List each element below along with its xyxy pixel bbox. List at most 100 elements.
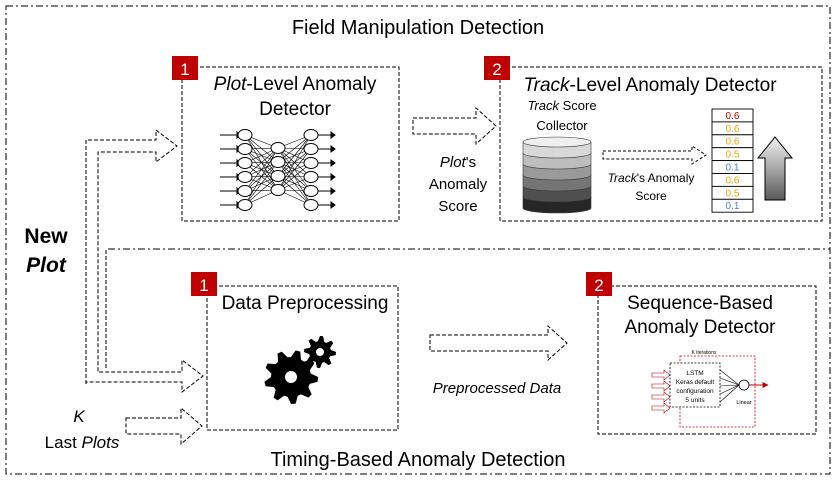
preprocessing-badge-number: 1	[199, 276, 208, 295]
score-value: 0.6	[726, 137, 740, 148]
plot-detector-badge-number: 1	[180, 60, 189, 79]
database-top	[522, 136, 592, 148]
track-score-collector-line2: Collector	[536, 118, 588, 133]
nn-neuron	[303, 143, 319, 155]
new-plot-label-line1: New	[24, 225, 68, 248]
collector-to-score-arrow	[602, 145, 707, 165]
track-detector-badge-number: 2	[492, 60, 501, 79]
last-plots-label: Last Plots	[45, 433, 120, 452]
field-manipulation-title: Field Manipulation Detection	[292, 17, 544, 39]
plot-detector-title-line2: Detector	[259, 99, 331, 120]
preprocessed-data-label: Preprocessed Data	[433, 380, 561, 397]
lstm-link-3	[719, 384, 740, 387]
lstm-input-arrow-3	[651, 391, 671, 403]
gears-icon	[264, 336, 336, 404]
score-value: 0.6	[726, 111, 740, 122]
nn-neuron	[303, 171, 319, 183]
lstm-link-4	[719, 384, 740, 395]
new-plot-routing-arrow	[85, 128, 204, 394]
nn-neuron	[237, 199, 253, 211]
track-level-detector-box	[499, 66, 823, 222]
linear-label: Linear	[736, 400, 751, 406]
lstm-block	[669, 362, 721, 408]
score-value: 0.6	[726, 175, 740, 186]
nn-output-arrowhead	[330, 173, 336, 181]
plots-anomaly-score-line1: Plot's	[440, 154, 476, 171]
score-value: 0.5	[726, 188, 740, 199]
nn-connection	[244, 161, 279, 206]
database-stack-icon	[522, 136, 592, 214]
increasing-score-arrow	[756, 136, 794, 201]
lstm-link-1	[719, 369, 740, 386]
sequence-detector-title-line1: Sequence-Based	[627, 293, 773, 314]
nn-neuron	[303, 157, 319, 169]
track-score-collector-line1: Track Score	[527, 98, 596, 113]
nn-neuron	[237, 129, 253, 141]
k-iterations-label: K iterations	[691, 350, 717, 356]
nn-connection	[244, 175, 279, 206]
nn-neuron	[237, 185, 253, 197]
lstm-input-arrow-4	[651, 402, 671, 414]
track-score-list: 0.60.60.60.50.10.60.50.1	[711, 108, 754, 213]
outer-frame	[5, 5, 831, 475]
data-preprocessing-title: Data Preprocessing	[222, 293, 389, 314]
nn-neuron	[303, 129, 319, 141]
score-cell	[711, 198, 754, 213]
k-last-plots-arrow	[125, 406, 203, 446]
neural-network-icon	[220, 129, 336, 211]
preprocessed-data-arrow	[429, 324, 568, 362]
track-anomaly-score-line2: Score	[635, 189, 667, 203]
nn-connection	[244, 147, 279, 192]
lstm-input-arrow-2	[651, 380, 671, 392]
nn-connection	[277, 134, 312, 163]
sequence-detector-title-line2: Anomaly Detector	[624, 317, 776, 338]
plot-level-detector-box	[181, 66, 400, 222]
large-gear	[264, 350, 318, 404]
sequence-detector-box	[597, 285, 817, 435]
preprocessing-badge	[191, 272, 217, 296]
nn-output-arrowhead	[330, 201, 336, 209]
nn-neuron	[303, 185, 319, 197]
sequence-detector-badge-number: 2	[594, 276, 603, 295]
plots-anomaly-score-line3: Score	[438, 198, 477, 215]
lstm-line-2: Keras default	[676, 379, 714, 386]
new-plot-label-line2: Plot	[26, 254, 67, 277]
plots-anomaly-score-line2: Anomaly	[429, 176, 488, 193]
score-value: 0.6	[726, 124, 740, 135]
nn-neuron	[237, 171, 253, 183]
lstm-line-1: LSTM	[686, 370, 703, 377]
data-preprocessing-box	[206, 285, 399, 431]
linear-output-node	[738, 379, 750, 391]
lstm-link-5	[719, 384, 740, 403]
plot-to-track-arrow	[412, 106, 497, 146]
nn-neuron	[237, 143, 253, 155]
lstm-architecture-diagram: K iterations LSTM Keras default configur…	[651, 350, 769, 428]
nn-connection	[277, 148, 312, 191]
nn-connection	[277, 134, 312, 177]
nn-connection	[244, 147, 279, 206]
nn-output-arrowhead	[330, 159, 336, 167]
nn-connection	[277, 134, 312, 191]
track-detector-badge	[484, 56, 510, 80]
sequence-detector-badge	[586, 272, 612, 296]
score-value: 0.1	[726, 163, 740, 174]
track-anomaly-score-line1: Track's Anomaly	[608, 171, 695, 185]
score-value: 0.1	[726, 201, 740, 212]
nn-output-arrowhead	[330, 145, 336, 153]
plot-detector-title-line1: Plot-Level Anomaly	[214, 74, 377, 95]
lstm-line-4: 5 units	[685, 397, 705, 404]
plot-detector-badge	[172, 56, 198, 80]
nn-neuron	[270, 156, 286, 168]
nn-output-arrowhead	[330, 131, 336, 139]
nn-connection	[277, 162, 312, 191]
track-detector-title: Track-Level Anomaly Detector	[523, 75, 777, 96]
k-label: K	[73, 407, 85, 426]
nn-neuron	[270, 170, 286, 182]
score-value: 0.5	[726, 150, 740, 161]
lstm-input-arrow-1	[651, 369, 671, 381]
timing-based-title: Timing-Based Anomaly Detection	[271, 449, 566, 471]
nn-neuron	[237, 157, 253, 169]
nn-output-arrowhead	[330, 187, 336, 195]
nn-neuron	[270, 184, 286, 196]
